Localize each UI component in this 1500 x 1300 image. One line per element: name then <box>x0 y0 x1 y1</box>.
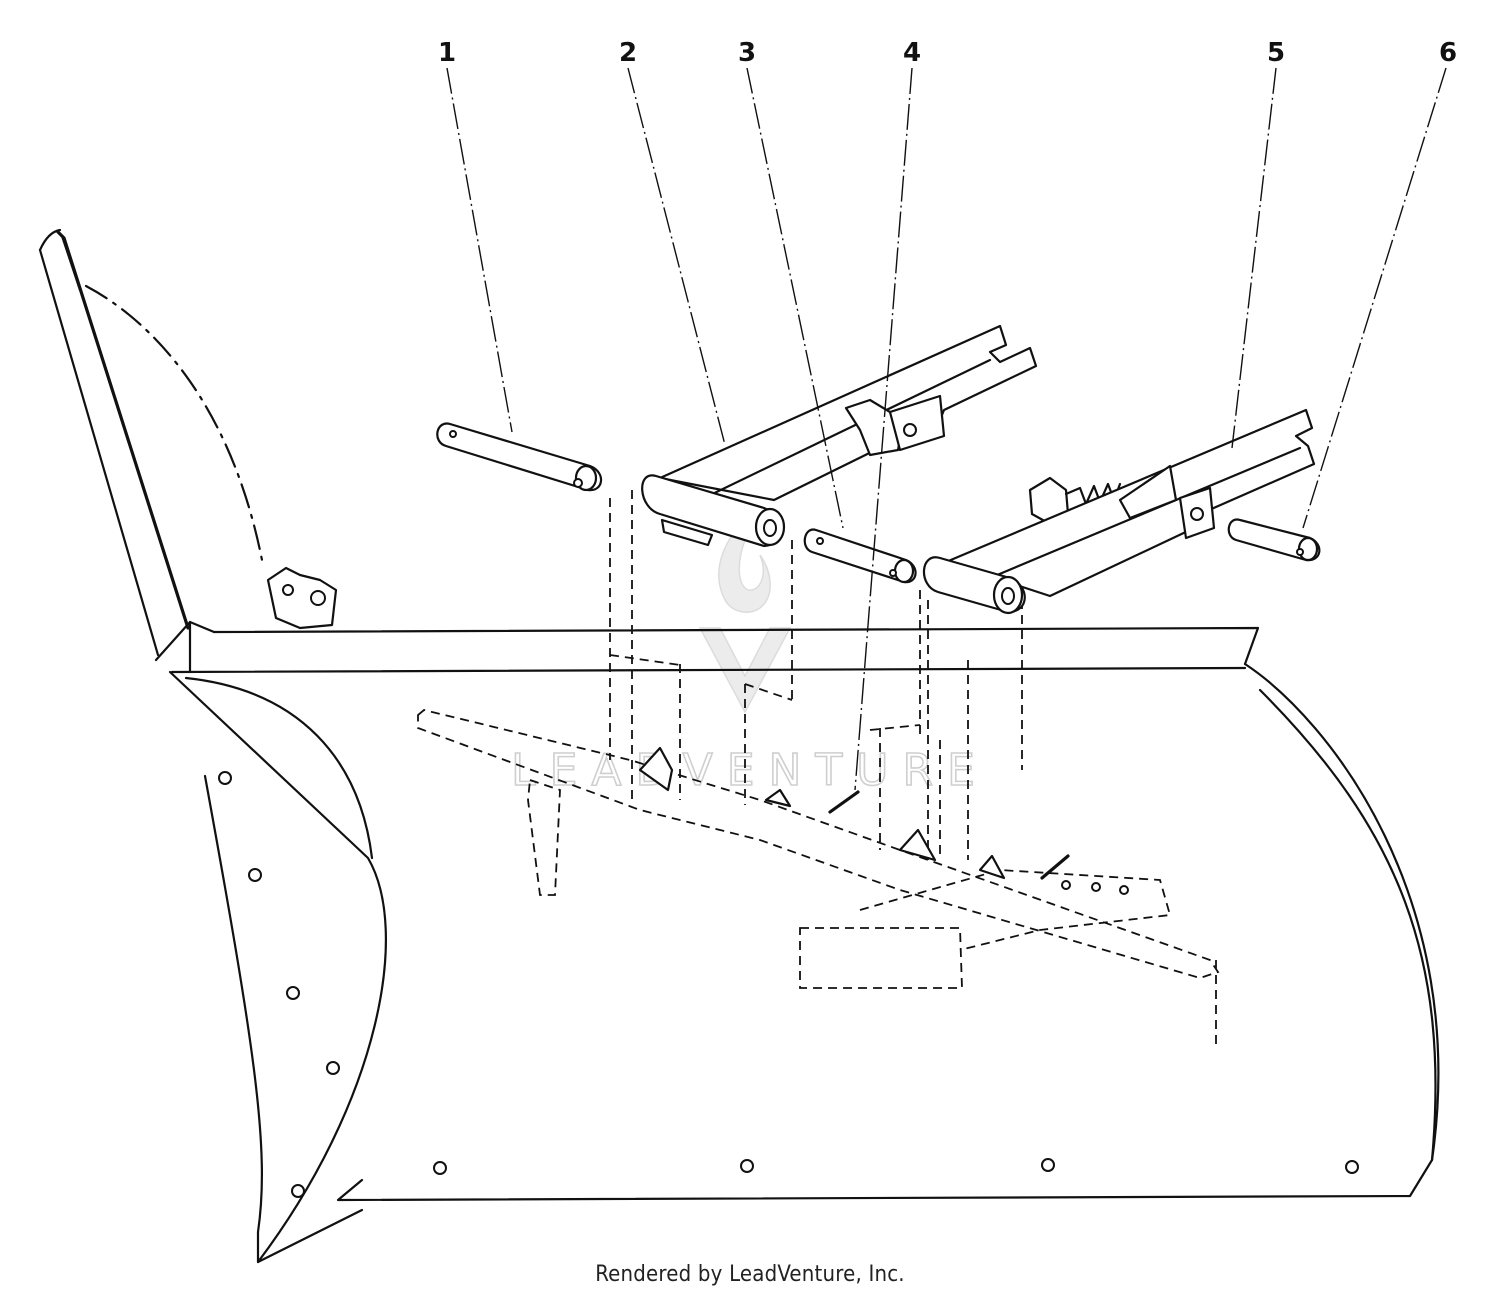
cotter-pin <box>1040 854 1070 880</box>
bracket-hole <box>282 584 294 596</box>
bolt-hole <box>291 1184 305 1198</box>
cotter-pin <box>828 790 860 814</box>
watermark-flame-logo <box>718 518 771 613</box>
bolt-hole <box>248 868 262 882</box>
main-blade <box>154 620 1440 1202</box>
part-1-pivot-pin <box>436 422 603 492</box>
frame-tab <box>638 746 674 792</box>
callout-label-1: 1 <box>438 38 456 68</box>
callout-label-6: 6 <box>1439 38 1457 68</box>
bracket-hole <box>310 590 326 606</box>
part-5-right-push-arm <box>922 408 1316 615</box>
watermark-v-logo <box>698 627 792 714</box>
frame-tab <box>764 788 792 808</box>
leader-line-6 <box>1302 67 1447 529</box>
bolt-hole <box>433 1161 447 1175</box>
callout-label-4: 4 <box>903 38 921 68</box>
bolt-hole <box>1345 1160 1359 1174</box>
frame-hole <box>1061 880 1071 890</box>
leader-line-2 <box>627 67 726 446</box>
frame-tab <box>898 828 937 862</box>
leader-line-3 <box>746 67 844 529</box>
leadventure-watermark: LEADVENTURE <box>510 518 989 797</box>
left-wing-blade <box>38 228 387 1264</box>
part-2-left-push-arm <box>641 324 1038 548</box>
bolt-hole <box>286 986 300 1000</box>
rendered-by-credit: Rendered by LeadVenture, Inc. <box>595 1262 905 1287</box>
leader-line-4 <box>854 67 913 791</box>
part-3-pivot-pin <box>803 528 917 584</box>
hidden-mount-frame <box>417 490 1220 1050</box>
callout-labels: 1 2 3 4 5 6 <box>438 38 1457 68</box>
bolt-hole <box>326 1061 340 1075</box>
watermark-text: LEADVENTURE <box>511 745 989 796</box>
bolt-hole <box>218 771 232 785</box>
frame-hole <box>1091 882 1101 892</box>
frame-tab <box>978 854 1006 880</box>
leader-line-1 <box>446 67 513 433</box>
part-6-pivot-pin <box>1227 518 1321 562</box>
callout-leaders <box>446 67 1447 791</box>
bolt-hole <box>740 1159 754 1173</box>
leader-line-5 <box>1231 67 1277 449</box>
callout-label-2: 2 <box>619 38 637 68</box>
bolt-hole <box>1041 1158 1055 1172</box>
frame-hole <box>1119 885 1129 895</box>
pivot-bracket <box>266 566 338 630</box>
callout-label-5: 5 <box>1267 38 1285 68</box>
callout-label-3: 3 <box>738 38 756 68</box>
